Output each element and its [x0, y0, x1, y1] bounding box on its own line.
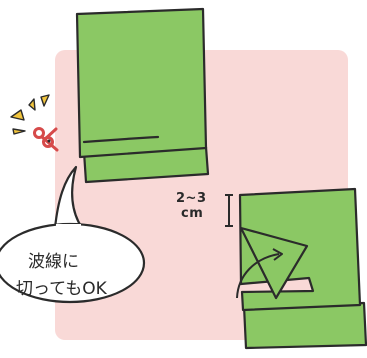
dimension-bracket — [225, 194, 233, 227]
scissors-icon — [33, 127, 59, 152]
spark-icon — [10, 94, 50, 135]
speech-bubble-line-1: 波線に — [28, 252, 79, 272]
dimension-label-value: 2~3 — [176, 191, 207, 206]
speech-bubble-line-2: 切ってもOK — [16, 279, 107, 299]
top-paper — [75, 7, 210, 184]
folded-flap — [239, 226, 309, 300]
speech-bubble — [0, 165, 146, 304]
fold-arrow — [236, 248, 283, 299]
cut-line — [82, 135, 160, 144]
bottom-paper — [238, 187, 367, 350]
dimension-label-unit: cm — [181, 206, 204, 221]
